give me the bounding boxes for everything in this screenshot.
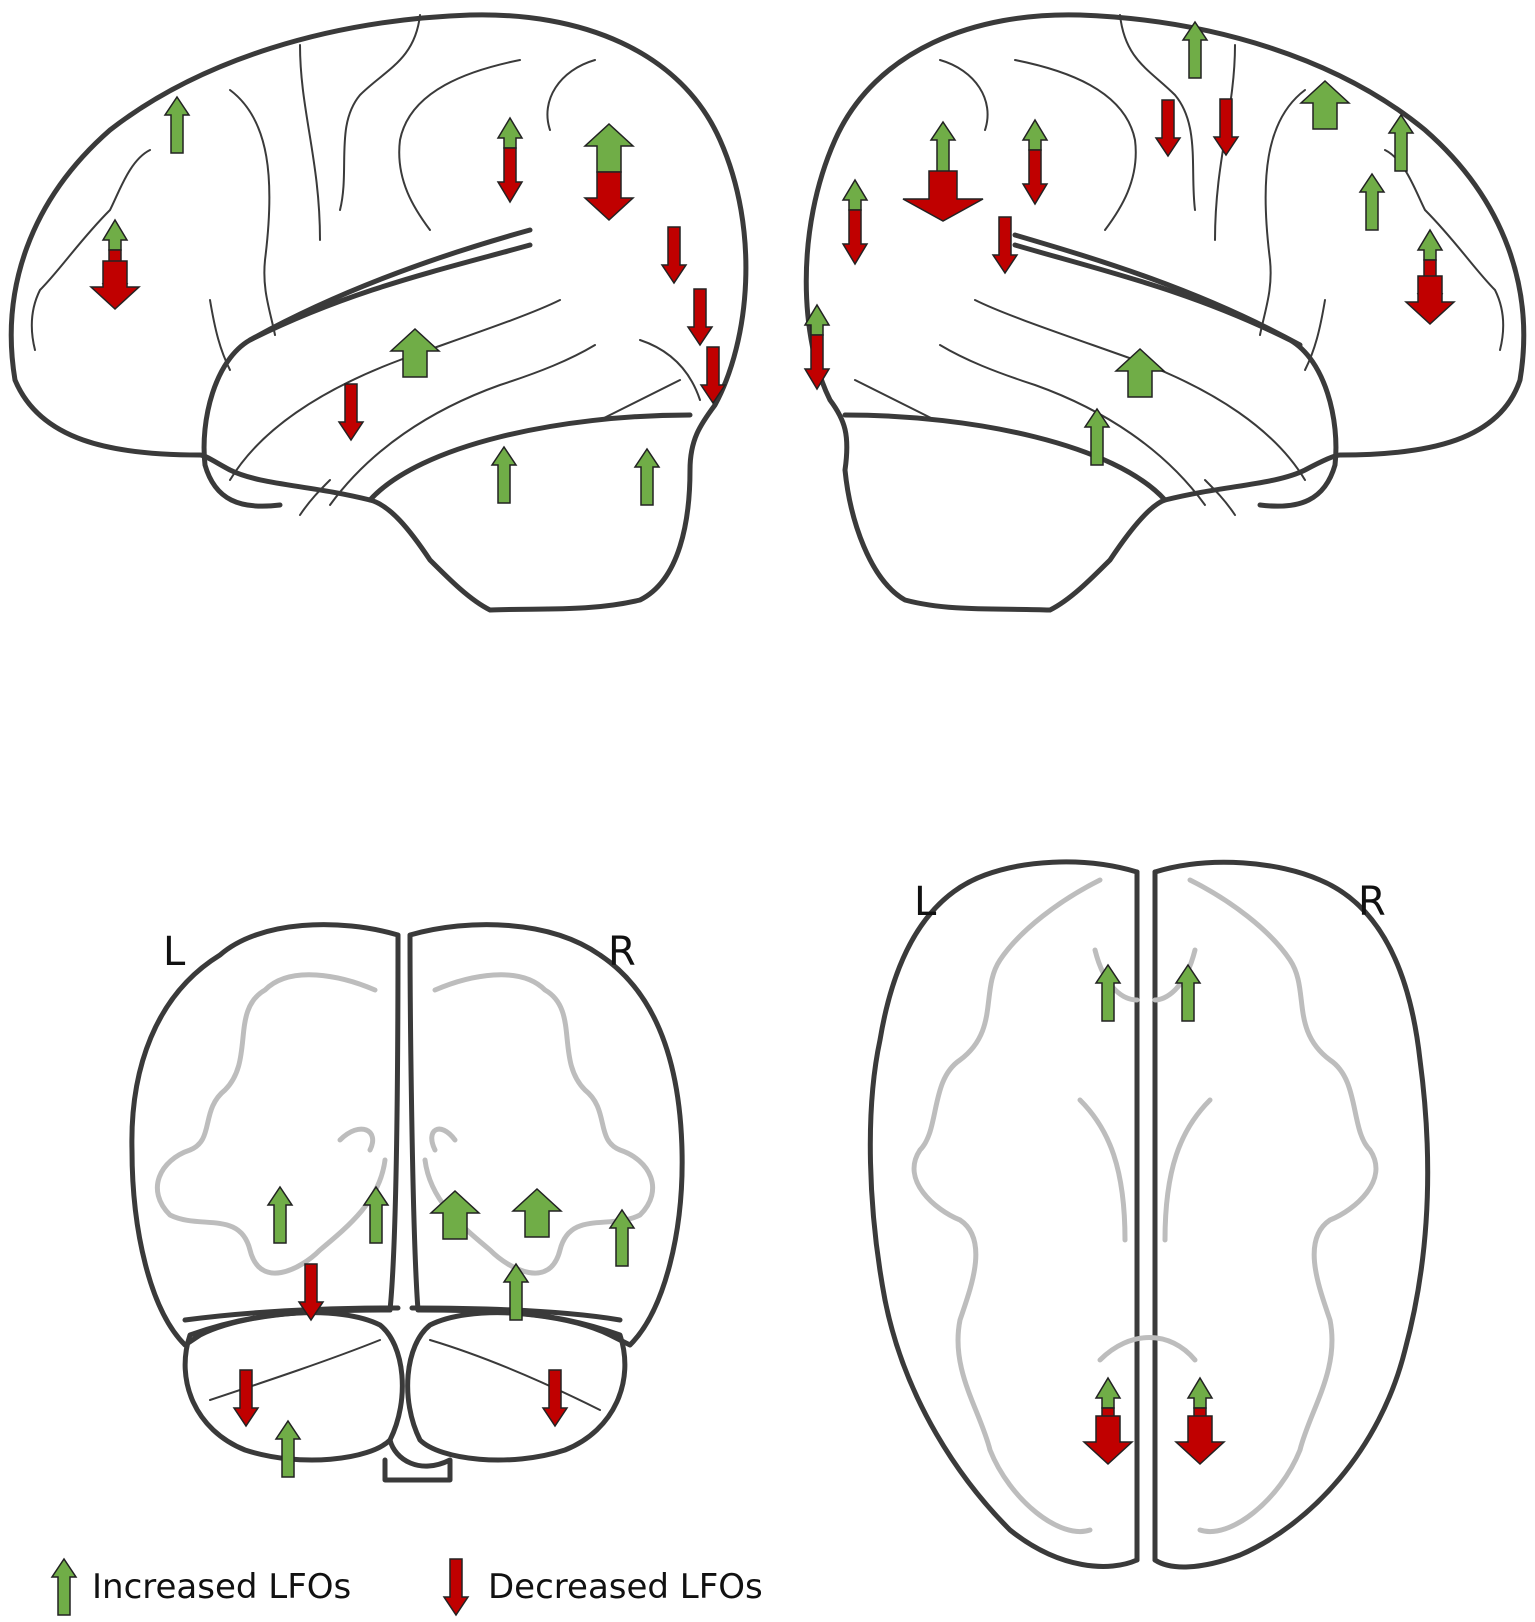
legend-decrease-icon (443, 1558, 469, 1616)
arrow-decrease (1213, 98, 1239, 156)
arrow-increase (267, 1186, 293, 1244)
arrow-increase (1359, 173, 1385, 231)
posterior-right-cerebellum (405, 1310, 628, 1463)
posterior-right-hemisphere (407, 922, 685, 1348)
arrow-increase-large (584, 123, 634, 173)
axial-right-label: R (1358, 879, 1386, 925)
left-cerebellum-outline (367, 412, 693, 503)
arrow-increase-large (1300, 80, 1350, 130)
arrow-increase (164, 96, 190, 154)
legend-increased-label: Increased LFOs (92, 1567, 351, 1607)
right-cerebellum-outline (842, 412, 1168, 503)
right-lateral-view (803, 12, 1527, 613)
arrow-decrease (233, 1369, 259, 1427)
arrow-increase-large (390, 328, 440, 378)
arrow-decrease-large (90, 260, 140, 310)
posterior-cerebellar-folia (209, 1339, 601, 1411)
legend: Increased LFOs Decreased LFOs (51, 1558, 763, 1616)
arrow-decrease-xlarge (902, 170, 984, 222)
right-sylvian-fissure (1012, 232, 1303, 348)
posterior-view: L R (129, 922, 685, 1483)
posterior-white-matter (154, 972, 656, 1276)
legend-increase-icon (51, 1558, 77, 1616)
left-lateral-arrows (90, 96, 726, 506)
arrow-decrease-large (1083, 1415, 1133, 1465)
arrow-decrease-large (1175, 1415, 1225, 1465)
arrow-increase (1175, 964, 1201, 1022)
arrow-increase-decrease (1022, 119, 1048, 205)
axial-view: L R (867, 859, 1431, 1570)
axial-left-hemisphere (867, 859, 1140, 1569)
axial-white-matter (911, 877, 1379, 1534)
arrow-increase (275, 1420, 301, 1478)
arrow-increase (1388, 114, 1414, 172)
arrow-increase-decrease (497, 117, 523, 203)
arrow-decrease (338, 383, 364, 441)
left-lateral-view (8, 12, 749, 613)
left-lateral-outline (8, 12, 749, 613)
legend-decreased-label: Decreased LFOs (488, 1567, 763, 1607)
right-temporal-outline (1012, 242, 1339, 509)
arrow-increase (491, 446, 517, 504)
arrow-decrease-large (1405, 275, 1455, 325)
axial-midline (1134, 869, 1158, 1563)
arrow-decrease (661, 226, 687, 284)
axial-right-hemisphere (1152, 859, 1431, 1570)
arrow-increase-large (512, 1188, 562, 1238)
left-sulci (30, 14, 701, 516)
arrow-increase-decrease (804, 304, 830, 390)
posterior-brainstem (382, 1437, 453, 1483)
axial-left-label: L (914, 879, 937, 925)
posterior-left-label: L (163, 929, 186, 975)
arrow-increase (634, 448, 660, 506)
posterior-left-hemisphere (129, 922, 401, 1348)
posterior-right-label: R (608, 929, 636, 975)
right-sulci (854, 14, 1505, 516)
arrow-increase-decrease (842, 179, 868, 265)
left-sylvian-fissure (247, 227, 533, 343)
arrow-increase (930, 121, 956, 179)
arrow-decrease-large (584, 171, 634, 221)
arrow-decrease (542, 1369, 568, 1427)
arrow-increase (363, 1186, 389, 1244)
arrow-decrease (687, 288, 713, 346)
arrow-decrease (1155, 99, 1181, 157)
right-lateral-arrows (804, 21, 1455, 466)
